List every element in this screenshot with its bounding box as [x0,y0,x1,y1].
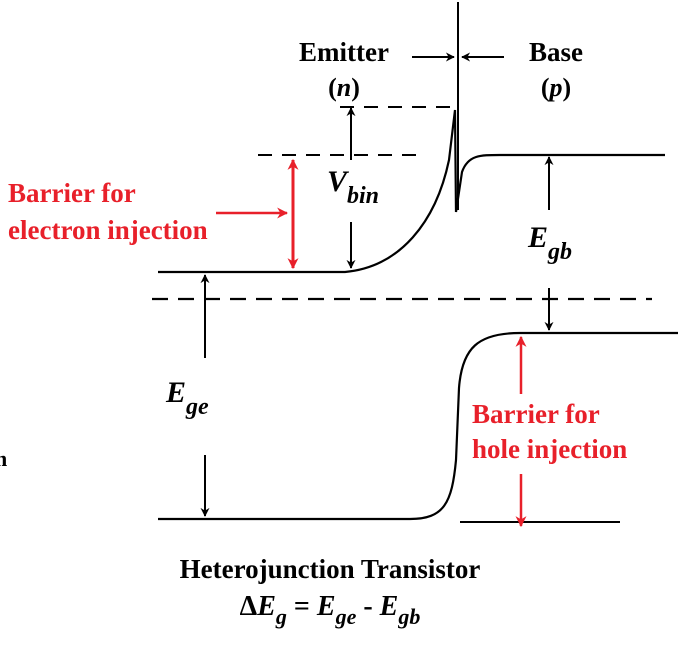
emitter-label: Emitter [299,37,389,67]
caption-title: Heterojunction Transistor [180,554,481,584]
stray-mark: n [0,446,7,471]
egb-label: Egb [527,221,572,265]
hole-barrier-label-line1: Barrier for [472,399,600,429]
vbin-label: Vbin [327,165,379,209]
base-label: Base [529,37,583,67]
base-type-label: (p) [541,73,571,102]
electron-barrier-label-line2: electron injection [8,215,208,245]
ege-label: Ege [165,376,209,420]
valence-band [158,331,678,521]
electron-barrier-label-line1: Barrier for [8,178,136,208]
emitter-type-label: (n) [328,73,360,102]
caption-equation: ΔEg = Ege - Egb [240,591,421,629]
conduction-band [158,109,665,274]
hole-barrier-label-line2: hole injection [472,434,627,464]
